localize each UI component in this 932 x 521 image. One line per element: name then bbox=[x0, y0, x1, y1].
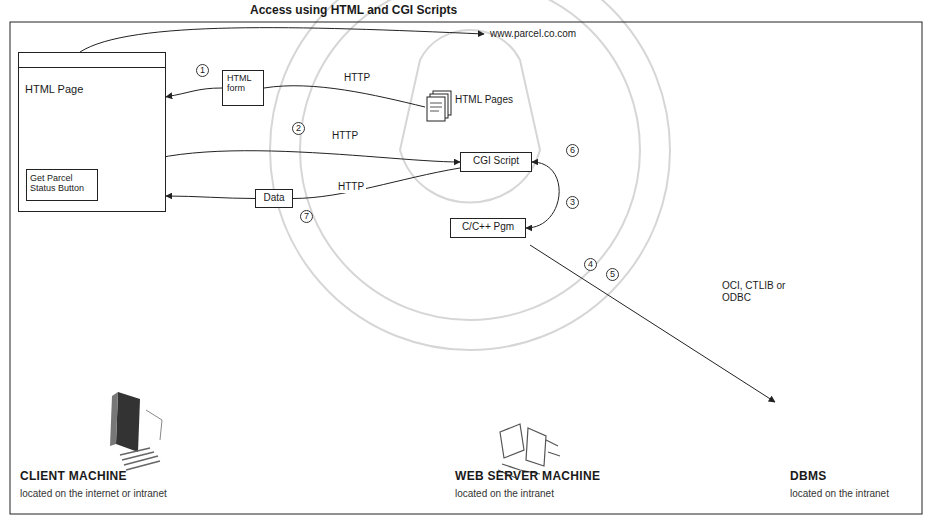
connector-line bbox=[166, 88, 222, 97]
data-box: Data bbox=[255, 189, 293, 208]
location-note: located on the intranet bbox=[455, 488, 554, 500]
machine-name: CLIENT MACHINE bbox=[20, 470, 127, 484]
node-text: HTML form bbox=[227, 73, 259, 94]
window-title-bar bbox=[19, 53, 165, 68]
callout-number: 5 bbox=[606, 268, 619, 281]
protocol-label: OCI, CTLIB or ODBC bbox=[722, 280, 786, 303]
node-text: HTML Page bbox=[25, 83, 159, 96]
machine-name: WEB SERVER MACHINE bbox=[455, 470, 600, 484]
db-link-line bbox=[530, 245, 775, 402]
document-stack-icon bbox=[425, 90, 453, 124]
button-box: Get Parcel Status Button bbox=[26, 169, 98, 201]
document-stack: HTML Pages bbox=[425, 90, 517, 124]
location-note: located on the internet or intranet bbox=[20, 488, 167, 500]
url-text: www.parcel.co.com bbox=[490, 28, 576, 40]
edge-label: HTTP bbox=[342, 72, 372, 84]
location-note: located on the intranet bbox=[790, 488, 889, 500]
node-text: CGI Script bbox=[465, 155, 527, 167]
callout-number: 2 bbox=[292, 122, 305, 135]
callout-number: 1 bbox=[196, 64, 209, 77]
callout-number: 4 bbox=[584, 258, 597, 271]
callout-number: 6 bbox=[566, 144, 579, 157]
node-text: HTML Pages bbox=[455, 94, 517, 106]
edge-label: HTTP bbox=[336, 181, 366, 193]
connector-line bbox=[166, 196, 255, 199]
watermark-seal bbox=[270, 0, 670, 350]
process-box: CGI Script bbox=[460, 152, 532, 172]
client-computer-icon bbox=[110, 392, 162, 470]
node-text: Get Parcel Status Button bbox=[30, 173, 94, 194]
diagram-frame bbox=[10, 22, 922, 514]
callout-number: 7 bbox=[300, 210, 313, 223]
url-arrow bbox=[80, 28, 484, 52]
callout-number: 3 bbox=[566, 196, 579, 209]
node-text: Data bbox=[260, 192, 288, 204]
machine-name: DBMS bbox=[790, 470, 827, 484]
node-text: C/C++ Pgm bbox=[455, 221, 521, 233]
html-page-window: HTML PageGet Parcel Status Button bbox=[18, 52, 166, 212]
diagram-title: Access using HTML and CGI Scripts bbox=[250, 3, 457, 17]
form-box: HTML form bbox=[222, 70, 264, 106]
edge-label: HTTP bbox=[330, 130, 360, 142]
connector-line bbox=[264, 86, 425, 107]
connector-line bbox=[293, 168, 460, 199]
process-box: C/C++ Pgm bbox=[450, 218, 526, 238]
